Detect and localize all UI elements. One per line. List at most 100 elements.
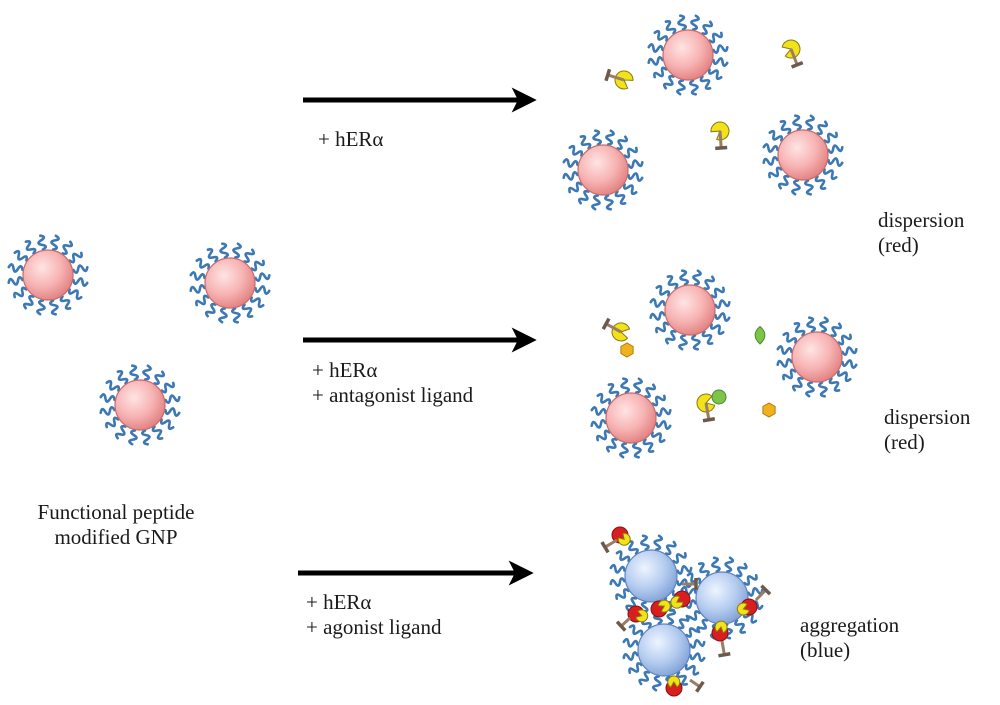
peptide-chain-icon bbox=[623, 146, 638, 159]
row1-condition-line1: + hERα bbox=[318, 127, 384, 151]
peptide-chain-icon bbox=[615, 588, 630, 600]
peptide-chain-icon bbox=[647, 55, 664, 66]
peptide-chain-icon bbox=[140, 429, 151, 446]
row2-condition-line2: + antagonist ligand bbox=[312, 383, 474, 407]
peptide-chain-icon bbox=[655, 420, 672, 430]
peptide-chain-icon bbox=[762, 143, 779, 153]
peptide-chain-icon bbox=[562, 170, 579, 181]
peptide-stick-cap-icon bbox=[790, 61, 804, 69]
peptide-chain-icon bbox=[13, 249, 29, 262]
gnp-particle-icon bbox=[649, 269, 731, 351]
peptide-chain-icon bbox=[622, 183, 638, 196]
peptide-chain-icon bbox=[685, 626, 700, 638]
peptide-chain-icon bbox=[627, 540, 639, 555]
peptide-chain-icon bbox=[105, 379, 121, 392]
source-caption-line1: Functional peptide bbox=[37, 500, 195, 524]
peptide-chain-icon bbox=[816, 120, 829, 136]
peptide-chain-icon bbox=[676, 578, 693, 589]
reaction-arrows bbox=[298, 87, 537, 586]
peptide-chain-icon bbox=[735, 562, 748, 578]
peptide-stick-icon bbox=[754, 588, 767, 602]
gnp-particle-icon bbox=[590, 377, 672, 459]
peptide-chain-icon bbox=[638, 670, 651, 686]
peptide-chain-icon bbox=[619, 442, 629, 459]
peptide-chain-icon bbox=[36, 299, 46, 316]
peptide-chain-icon bbox=[189, 283, 206, 294]
peptide-chain-icon bbox=[709, 323, 725, 336]
peptide-chain-icon bbox=[607, 383, 620, 398]
peptide-chain-icon bbox=[712, 44, 729, 55]
row2-color-note: (red) bbox=[884, 430, 925, 454]
peptide-chain-icon bbox=[61, 240, 74, 256]
gnp-core bbox=[777, 129, 829, 181]
gnp-core bbox=[114, 379, 166, 431]
peptide-stick-icon bbox=[620, 616, 632, 628]
ligand-icon bbox=[620, 342, 634, 358]
row2-result: dispersion (red) bbox=[884, 405, 970, 455]
peptide-chain-icon bbox=[250, 259, 265, 272]
peptide-stick-cap-icon bbox=[604, 68, 612, 82]
peptide-chain-icon bbox=[204, 302, 217, 318]
peptide-chain-icon bbox=[189, 271, 206, 281]
peptide-chain-icon bbox=[678, 334, 688, 351]
peptide-chain-icon bbox=[698, 562, 710, 577]
peptide-stick-icon bbox=[605, 322, 622, 334]
peptide-chain-icon bbox=[68, 251, 83, 264]
peptide-chain-icon bbox=[688, 79, 699, 96]
peptide-chain-icon bbox=[142, 364, 152, 381]
peptide-chain-icon bbox=[699, 75, 712, 90]
gnp-core bbox=[624, 549, 678, 603]
gnp-core bbox=[791, 331, 843, 383]
peptide-chain-icon bbox=[822, 168, 838, 181]
receptor-icon bbox=[667, 675, 681, 688]
peptide-chain-icon bbox=[655, 284, 671, 297]
peptide-chain-icon bbox=[768, 166, 783, 179]
gnp-core bbox=[605, 392, 657, 444]
peptide-chain-icon bbox=[590, 418, 607, 429]
row2-condition: + hERα + antagonist ligand bbox=[312, 358, 473, 408]
peptide-chain-icon bbox=[591, 194, 601, 211]
peptide-chain-icon bbox=[649, 310, 666, 321]
row3-condition-line2: + agonist ligand bbox=[306, 615, 442, 639]
peptide-chain-icon bbox=[655, 321, 670, 334]
peptide-chain-icon bbox=[677, 614, 690, 630]
peptide-stick-cap-icon bbox=[601, 317, 611, 330]
peptide-chain-icon bbox=[690, 14, 700, 31]
peptide-chain-icon bbox=[841, 359, 858, 369]
peptide-chain-icon bbox=[644, 383, 657, 399]
gnp-core bbox=[662, 29, 714, 81]
peptide-stick-cap-icon bbox=[715, 145, 728, 151]
peptide-chain-icon bbox=[676, 565, 693, 575]
peptide-chain-icon bbox=[590, 406, 607, 416]
peptide-stick-icon bbox=[704, 402, 711, 421]
peptide-chain-icon bbox=[72, 264, 89, 275]
peptide-chain-icon bbox=[249, 296, 265, 309]
peptide-chain-icon bbox=[59, 295, 72, 310]
peptide-chain-icon bbox=[651, 394, 666, 407]
peptide-chain-icon bbox=[114, 424, 127, 440]
peptide-chain-icon bbox=[817, 381, 828, 398]
peptide-stick-icon bbox=[789, 48, 799, 66]
peptide-stick-cap-icon bbox=[600, 541, 610, 554]
peptide-chain-icon bbox=[806, 316, 817, 333]
peptide-chain-icon bbox=[708, 31, 723, 44]
peptide-chain-icon bbox=[596, 392, 612, 405]
peptide-chain-icon bbox=[627, 172, 644, 182]
peptide-chain-icon bbox=[762, 155, 779, 166]
peptide-chain-icon bbox=[37, 234, 48, 251]
peptide-stick-cap-icon bbox=[615, 620, 627, 632]
peptide-stick-icon bbox=[689, 678, 701, 689]
peptide-chain-icon bbox=[677, 14, 688, 31]
peptide-chain-icon bbox=[712, 57, 729, 67]
peptide-chain-icon bbox=[72, 277, 89, 287]
peptide-chain-icon bbox=[219, 242, 230, 259]
receptor-icon bbox=[657, 599, 671, 613]
peptide-chain-icon bbox=[666, 275, 679, 290]
peptide-chain-icon bbox=[128, 429, 138, 446]
peptide-chain-icon bbox=[609, 563, 626, 574]
peptide-chain-icon bbox=[616, 135, 629, 151]
gnp-particles bbox=[7, 14, 858, 692]
peptide-chain-icon bbox=[153, 370, 166, 386]
